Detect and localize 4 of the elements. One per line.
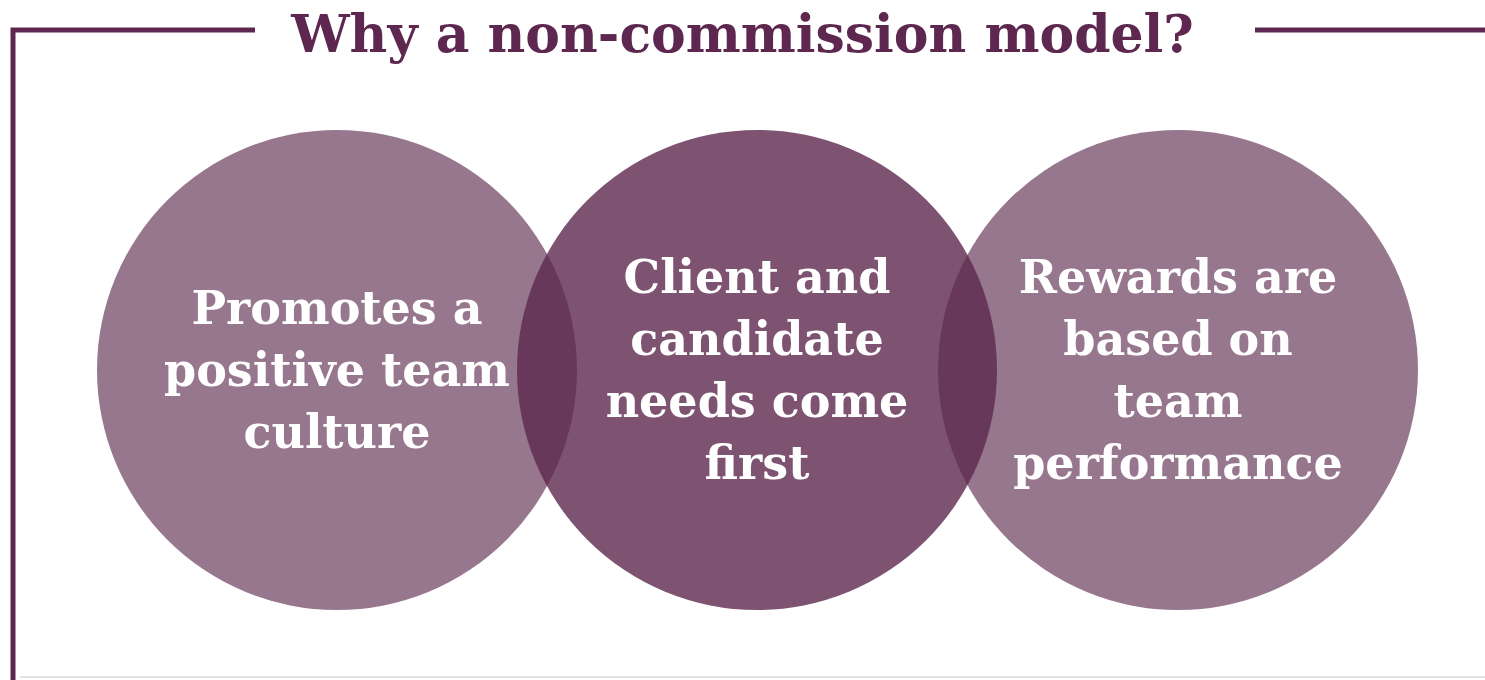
title: Why a non-commission model? — [289, 2, 1195, 66]
circle-text: Rewards are based on team performance — [1012, 249, 1344, 492]
circle-text: Client and candidate needs come first — [604, 249, 910, 492]
circle-text: Promotes a positive team culture — [163, 280, 511, 461]
